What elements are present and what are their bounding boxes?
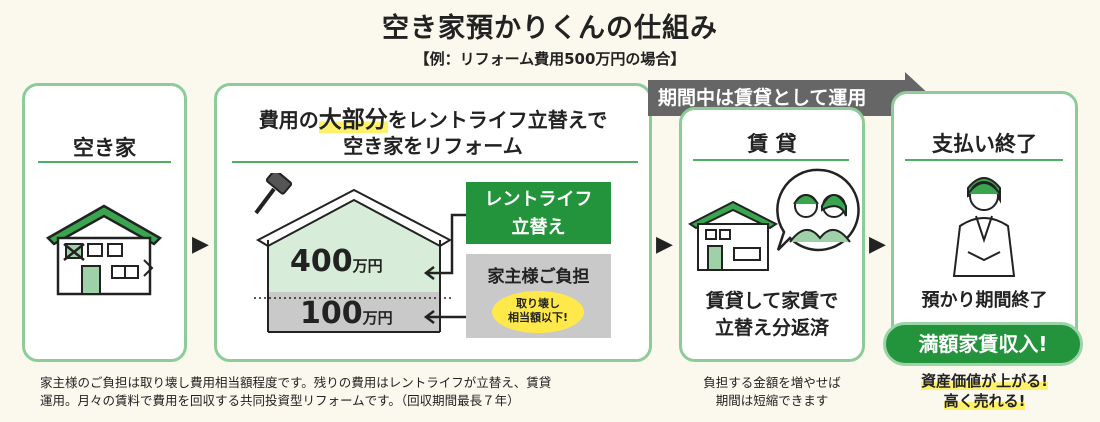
vacant-house-icon	[45, 204, 163, 296]
badge-line2: 相当額以下!	[507, 311, 569, 324]
amount-upper: 400万円	[290, 244, 383, 279]
hammer-icon	[254, 173, 293, 215]
amount-lower-unit: 万円	[362, 309, 393, 327]
step-rental-heading: 賃 貸	[747, 132, 797, 156]
page-title: 空き家預かりくんの仕組み	[382, 13, 718, 44]
result-line2: 高く売れる!	[943, 392, 1026, 410]
heading-pre: 費用の	[258, 108, 319, 132]
rental-house-icon	[688, 200, 778, 271]
step-vacant-house-panel	[22, 83, 187, 362]
note-left-line2: 運用。月々の賃料で費用を回収する共同投資型リフォームです。（回収期間最長７年）	[40, 393, 520, 408]
connector-arrows	[423, 213, 466, 324]
note-middle-line1: 負担する金額を増やせば	[703, 375, 841, 390]
note-middle-line2: 期間は短縮できます	[715, 393, 829, 408]
arrow-right-icon: ▶	[656, 232, 673, 257]
badge-line1: 取り壊し	[516, 297, 560, 310]
amount-lower-value: 100	[300, 296, 363, 331]
step-reform-heading-line1: 費用の大部分をレントライフ立替えで	[214, 100, 652, 134]
full-rent-income-pill: 満額家賃収入!	[883, 322, 1083, 366]
complete-caption: 預かり期間終了	[921, 290, 1048, 311]
rental-caption: 賃貸して家賃で 立替え分返済	[679, 288, 865, 342]
owner-person-icon	[952, 177, 1016, 277]
step-vacant-house-heading: 空き家	[73, 136, 136, 160]
rentlife-label-1: レントライフ	[484, 189, 593, 210]
rental-caption-line1: 賃貸して家賃で	[705, 290, 839, 312]
result-text: 資産価値が上がる! 高く売れる!	[891, 371, 1078, 411]
step-complete-heading: 支払い終了	[932, 132, 1037, 156]
note-left: 家主様のご負担は取り壊し費用相当額程度です。残りの費用はレントライフが立替え、賃…	[40, 374, 660, 410]
amount-upper-unit: 万円	[352, 257, 383, 275]
note-left-line1: 家主様のご負担は取り壊し費用相当額程度です。残りの費用はレントライフが立替え、賃…	[40, 375, 552, 390]
rental-caption-line2: 立替え分返済	[714, 317, 829, 339]
note-middle: 負担する金額を増やせば 期間は短縮できます	[679, 374, 865, 410]
heading-underline	[905, 159, 1063, 161]
step-reform-heading-line2: 空き家をリフォーム	[343, 134, 523, 158]
heading-underline	[693, 159, 849, 161]
heading-emphasis: 大部分	[318, 107, 388, 133]
heading-underline	[38, 161, 171, 163]
amount-lower: 100万円	[300, 296, 393, 331]
page-subtitle: 【例：リフォーム費用500万円の場合】	[414, 50, 686, 68]
heading-post: をレントライフ立替えで	[387, 108, 608, 132]
rentlife-label-2: 立替え	[511, 217, 566, 238]
reform-house-diagram	[254, 188, 454, 333]
full-rent-income-text: 満額家賃収入!	[918, 332, 1048, 356]
result-line1: 資産価値が上がる!	[921, 372, 1048, 390]
rentlife-box: レントライフ 立替え	[466, 182, 611, 244]
demolition-badge: 取り壊し 相当額以下!	[492, 291, 584, 333]
arrow-right-icon: ▶	[192, 232, 209, 257]
rental-period-banner-text: 期間中は賃貸として運用	[658, 87, 867, 109]
tenants-bubble-icon	[776, 168, 860, 252]
amount-upper-value: 400	[290, 244, 353, 279]
arrow-right-icon: ▶	[869, 232, 886, 257]
owner-burden-label: 家主様ご負担	[487, 267, 590, 287]
heading-underline	[232, 161, 638, 163]
